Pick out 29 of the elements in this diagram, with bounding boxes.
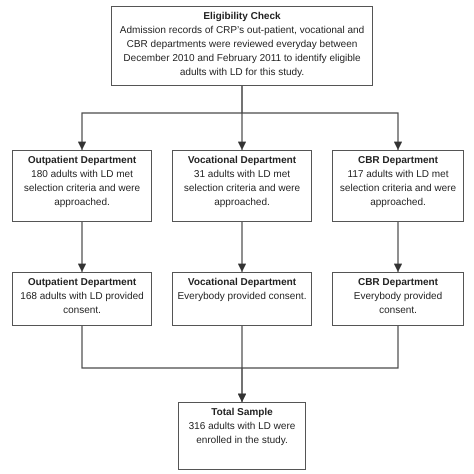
box-heading: Total Sample: [210, 406, 274, 420]
process-box: [332, 150, 464, 222]
box-text: 168 adults with LD provided consent.: [19, 290, 145, 318]
box-text: Admission records of CRP’s out-patient, vocational and CBR departments were reviewed everyday between December 2010 and February 2011 to identify eligible adults with LD for this study.: [118, 24, 366, 80]
process-box: [12, 272, 152, 326]
process-box: [332, 272, 464, 326]
box-text: 316 adults with LD were enrolled in the study.: [188, 420, 296, 448]
box-text: 117 adults with LD met selection criteria and were approached.: [338, 168, 458, 210]
box-heading: Vocational Department: [186, 276, 298, 290]
box-heading: Outpatient Department: [26, 276, 138, 290]
process-box: [172, 272, 312, 326]
arrow: [241, 86, 402, 150]
box-heading: Vocational Department: [186, 154, 298, 168]
box-heading: Eligibility Check: [202, 10, 282, 24]
box-text: Everybody provided consent.: [177, 290, 307, 304]
process-box: [12, 150, 152, 222]
arrow: [78, 222, 86, 272]
arrow: [238, 222, 246, 272]
process-box: [111, 6, 373, 86]
box-heading: CBR Department: [356, 154, 439, 168]
box-text: 31 adults with LD met selection criteria and were approached.: [182, 168, 302, 210]
box-text: 180 adults with LD met selection criteria and were approached.: [22, 168, 142, 210]
box-heading: CBR Department: [356, 276, 439, 290]
process-box: [178, 402, 306, 470]
process-box: [172, 150, 312, 222]
arrow: [394, 222, 402, 272]
arrow: [238, 326, 399, 402]
box-heading: Outpatient Department: [26, 154, 138, 168]
box-text: Everybody provided consent.: [352, 290, 444, 318]
